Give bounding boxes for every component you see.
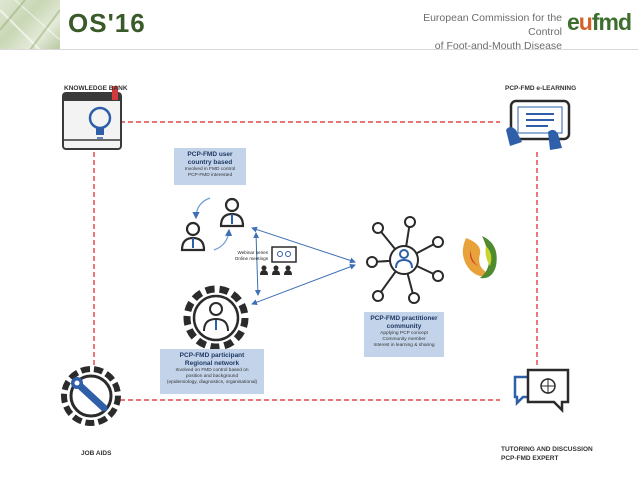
eufmd-logo: eufmd — [567, 9, 632, 36]
job-aids-gear-wrench-icon — [61, 366, 121, 426]
tutoring-label-line1: TUTORING AND DISCUSSION — [501, 446, 593, 453]
knowledge-bank-book-icon — [62, 86, 122, 150]
participant-desc-line2: position and background — [185, 374, 239, 379]
webinar-line1: Webinar series — [237, 250, 268, 255]
tutoring-chat-bubbles-icon — [513, 368, 570, 414]
user-node-box: PCP-FMD user country based Involved in F… — [174, 148, 246, 185]
header: OS'16 European Commission for the Contro… — [0, 0, 638, 52]
participant-node-box: PCP-FMD participant Regional network Inv… — [160, 349, 264, 394]
dashed-frame — [93, 121, 538, 401]
connector-arrows — [251, 226, 356, 306]
eufmd-flame-logo-icon — [462, 236, 497, 279]
practitioner-desc-line2: Community member — [382, 337, 426, 342]
event-title: OS'16 — [68, 8, 146, 38]
participant-desc-line3: (epidemiology, diagnostics, organisation… — [166, 380, 258, 385]
gear-person-icon — [183, 285, 249, 351]
logo-text-post: fmd — [591, 9, 632, 35]
participant-title-line1: PCP-FMD participant — [179, 352, 245, 359]
user-desc-line1: Involved in FMD control — [184, 167, 236, 172]
participant-title-line2: Regional network — [184, 360, 240, 367]
network-person-icon — [366, 216, 444, 304]
knowledge-bank-label: KNOWLEDGE BANK — [64, 85, 128, 92]
logo-text-pre: e — [567, 9, 580, 35]
practitioner-title-line2: community — [386, 323, 422, 330]
participant-desc-line1: Involved on FMD control based on — [175, 368, 249, 373]
webinar-label: Webinar series Online meetings — [218, 250, 268, 262]
elearning-tablet-icon — [506, 99, 571, 150]
tutoring-label-line2: PCP-FMD EXPERT — [501, 455, 559, 462]
user-title-line1: PCP-FMD user — [187, 151, 233, 158]
org-name-line1: European Commission for the Control — [423, 12, 562, 38]
user-pair-icon — [180, 197, 245, 252]
practitioner-title-line1: PCP-FMD practitioner — [370, 315, 438, 322]
decor-lines-icon — [0, 0, 60, 50]
logo-text-accent: u — [578, 9, 593, 35]
user-desc-line2: PCP-FMD interested — [187, 173, 233, 178]
job-aids-label: JOB AIDS — [81, 450, 112, 457]
user-title-line2: country based — [187, 159, 233, 166]
webinar-line2: Online meetings — [234, 256, 268, 261]
practitioner-desc-line1: Applying PCP concept — [380, 331, 428, 336]
header-divider — [0, 49, 638, 50]
tutoring-label: TUTORING AND DISCUSSION PCP-FMD EXPERT — [501, 445, 593, 463]
header-decor-band — [0, 0, 60, 50]
practitioner-node-box: PCP-FMD practitioner community Applying … — [364, 312, 444, 357]
elearning-label: PCP-FMD e-LEARNING — [505, 85, 577, 92]
practitioner-desc-line3: Interest in learning & sharing — [373, 343, 435, 348]
